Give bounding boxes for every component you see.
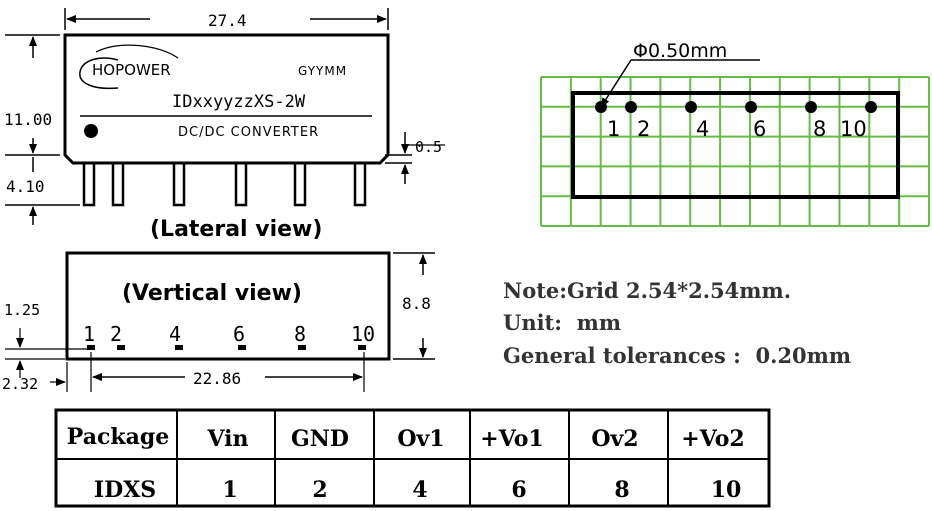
lateral-pins bbox=[82, 161, 367, 207]
vertical-view: (Vertical view) 1 2 4 6 8 10 8.8 1.25 bbox=[2, 251, 435, 393]
fpin-label-4: 4 bbox=[696, 117, 709, 141]
lateral-view: HOPOWER GYYMM IDxxyyzzXS-2W DC/DC CONVER… bbox=[4, 8, 445, 242]
dim-pin-offset: 1.25 bbox=[4, 301, 40, 319]
dim-vertical-height: 8.8 bbox=[402, 294, 431, 313]
brand-name: HOPOWER bbox=[92, 61, 171, 79]
fpin-label-6: 6 bbox=[753, 117, 766, 141]
dim-standoff: 0.5 bbox=[415, 138, 442, 156]
vpin-label-10: 10 bbox=[351, 322, 375, 346]
notes: Note:Grid 2.54*2.54mm. Unit: mm General … bbox=[503, 278, 851, 368]
footprint-grid bbox=[540, 76, 930, 227]
table-header-vin: Vin bbox=[206, 426, 248, 452]
vertical-body-outline bbox=[65, 251, 391, 361]
vertical-pin-pads bbox=[87, 345, 366, 350]
table-cell-gnd: 2 bbox=[312, 477, 327, 503]
pin-table: Package Vin GND Ov1 +Vo1 Ov2 +Vo2 IDXS 1… bbox=[54, 408, 771, 508]
vpin-label-2: 2 bbox=[110, 322, 122, 346]
dim-pin-length: 4.10 bbox=[6, 177, 45, 196]
table-cell-vin: 1 bbox=[222, 477, 237, 503]
date-code: GYYMM bbox=[298, 64, 347, 78]
vpin-label-8: 8 bbox=[294, 322, 306, 346]
footprint-outline bbox=[571, 91, 900, 199]
note-grid: Note:Grid 2.54*2.54mm. bbox=[503, 278, 791, 303]
product-type: DC/DC CONVERTER bbox=[178, 125, 319, 140]
fpin-label-10: 10 bbox=[840, 117, 867, 141]
model-number: IDxxyyzzXS-2W bbox=[172, 92, 306, 112]
fpin-label-2: 2 bbox=[637, 117, 650, 141]
table-header-ov1: Ov1 bbox=[397, 426, 444, 452]
dim-width: 27.4 bbox=[208, 11, 247, 30]
note-tolerance: General tolerances : 0.20mm bbox=[503, 343, 851, 368]
vpin-label-4: 4 bbox=[169, 322, 181, 346]
dim-edge-offset: 2.32 bbox=[2, 375, 38, 393]
table-header-ov2: Ov2 bbox=[591, 426, 638, 452]
table-header-vo1: +Vo1 bbox=[480, 426, 543, 452]
hole-size-label: Φ0.50mm bbox=[633, 40, 727, 62]
note-unit: Unit: mm bbox=[503, 310, 621, 335]
dim-pin-span: 22.86 bbox=[193, 369, 241, 388]
footprint-holes bbox=[595, 101, 877, 113]
module-body-outline bbox=[63, 33, 390, 165]
table-cell-ov1: 4 bbox=[412, 477, 427, 503]
dim-height: 11.00 bbox=[4, 110, 52, 129]
vpin-label-1: 1 bbox=[83, 322, 95, 346]
fpin-label-1: 1 bbox=[607, 117, 620, 141]
brand-logo-swoosh bbox=[79, 57, 119, 90]
table-header-package: Package bbox=[67, 424, 169, 450]
table-header-vo2: +Vo2 bbox=[681, 426, 744, 452]
table-cell-vo1: 6 bbox=[511, 477, 526, 503]
table-header-gnd: GND bbox=[291, 426, 349, 452]
pcb-footprint: 1 2 4 6 8 10 Φ0.50mm bbox=[540, 40, 930, 227]
vertical-view-caption: (Vertical view) bbox=[122, 281, 302, 306]
table-cell-package: IDXS bbox=[94, 477, 156, 503]
pin1-marker-dot bbox=[84, 124, 98, 138]
lateral-view-caption: (Lateral view) bbox=[150, 217, 322, 242]
vpin-label-6: 6 bbox=[233, 322, 245, 346]
table-cell-ov2: 8 bbox=[614, 477, 629, 503]
fpin-label-8: 8 bbox=[813, 117, 826, 141]
table-cell-vo2: 10 bbox=[711, 477, 742, 503]
